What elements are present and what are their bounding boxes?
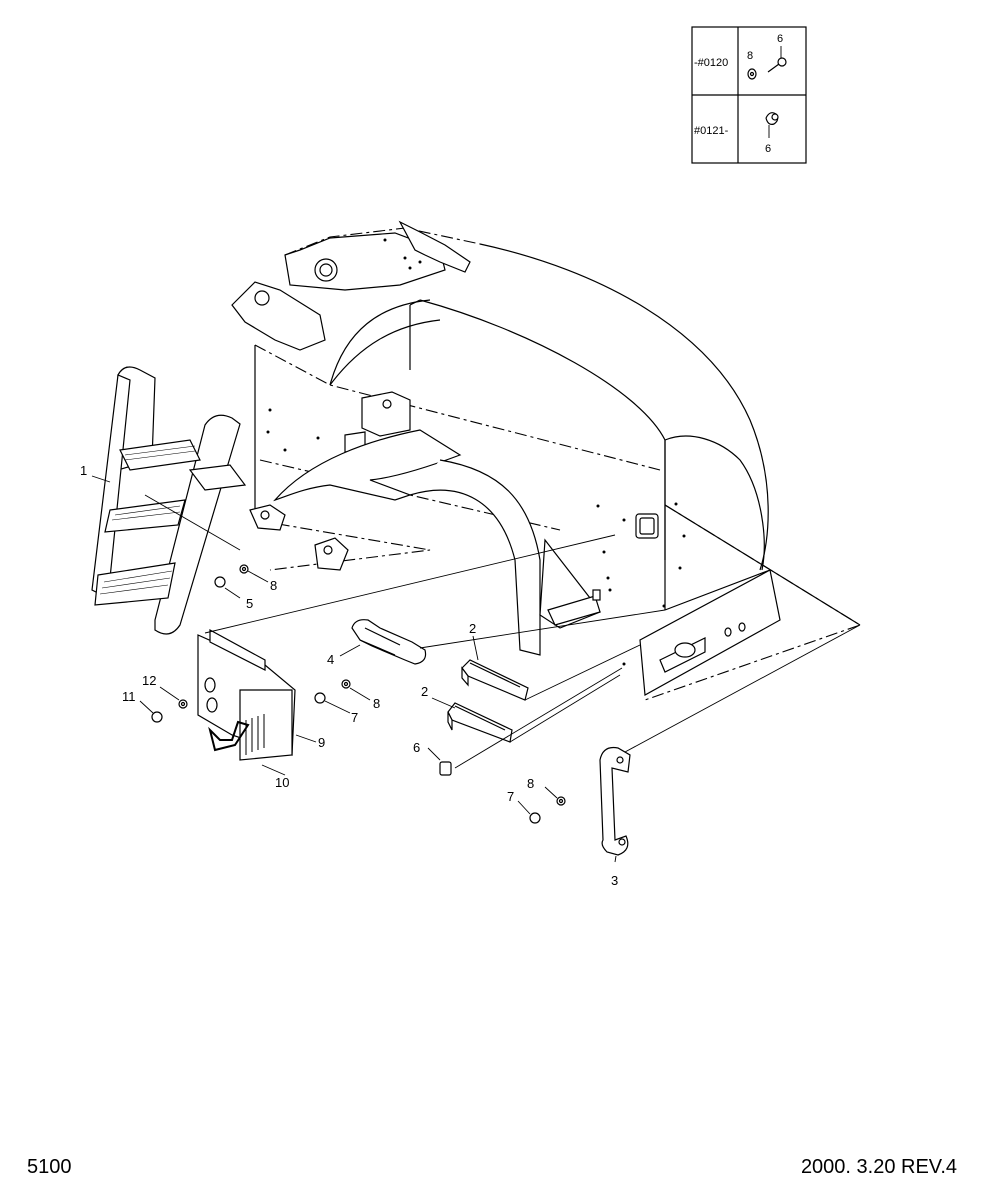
callout-9: 9 — [318, 735, 325, 750]
assembly-guide-lines — [204, 534, 861, 769]
page-code: 5100 — [27, 1156, 72, 1178]
inset-clip-bolt-icon — [765, 112, 779, 138]
callout-8a: 8 — [270, 578, 277, 593]
callout-4: 4 — [327, 652, 334, 667]
step-bracket-part-2b — [447, 702, 513, 743]
callout-8c: 8 — [527, 776, 534, 791]
tool-box-part-9-10 — [197, 628, 296, 761]
ladder-part-1 — [91, 366, 247, 635]
callout-2a: 2 — [469, 621, 476, 636]
callout-6: 6 — [413, 740, 420, 755]
callout-7b: 7 — [507, 789, 514, 804]
fasteners — [151, 564, 566, 824]
callout-1: 1 — [80, 463, 87, 478]
callout-7a: 7 — [351, 710, 358, 725]
callout-5: 5 — [246, 596, 253, 611]
callout-11: 11 — [122, 689, 136, 704]
callout-2b: 2 — [421, 684, 428, 699]
callout-8b: 8 — [373, 696, 380, 711]
inset-label-8: 8 — [747, 50, 753, 62]
inset-bolt-icon — [767, 46, 787, 73]
handle-part-4 — [351, 619, 427, 665]
inset-serial-2: #0121- — [694, 125, 729, 137]
step-bracket-part-2a — [461, 659, 529, 701]
inset-serial-1: -#0120 — [694, 57, 728, 69]
grab-bar-part-3 — [599, 746, 631, 856]
revision-date: 2000. 3.20 REV.4 — [800, 1156, 957, 1178]
top-hole-dots — [383, 238, 422, 270]
callout-leaders — [91, 475, 617, 863]
fender-frame-assembly — [231, 220, 862, 701]
callout-numbers: 1 2 2 3 4 5 6 7 7 8 8 8 9 10 11 12 — [80, 463, 618, 888]
serial-inset-table: -#0120 #0121- 8 6 6 — [691, 26, 807, 164]
inset-label-6b: 6 — [765, 143, 771, 155]
panel-hole-dots — [266, 408, 686, 666]
callout-3: 3 — [611, 873, 618, 888]
callout-10: 10 — [275, 775, 289, 790]
inset-label-6a: 6 — [777, 33, 783, 45]
inset-nut-icon — [747, 68, 757, 80]
callout-12: 12 — [142, 673, 156, 688]
